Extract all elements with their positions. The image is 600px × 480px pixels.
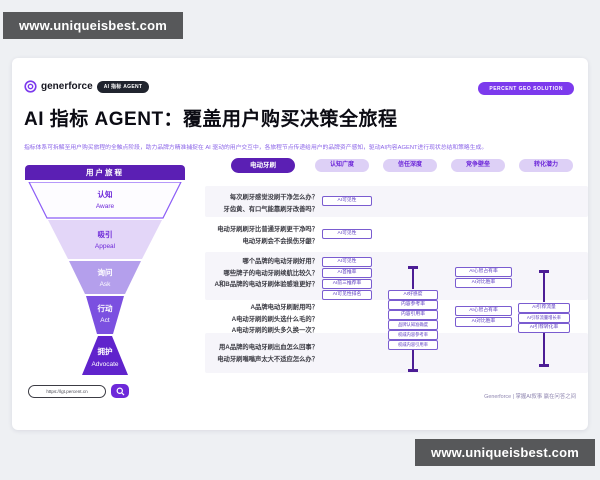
slide-footer: Generforce | 掌握AI叙事 赢在问答之间	[484, 394, 576, 400]
stage-act-cn: 行动	[97, 303, 113, 313]
dimension-pill-trust[interactable]: 信任深度	[383, 159, 437, 172]
question: 电动牙刷嗡嗡声太大不适应怎么办？	[217, 355, 318, 363]
metric-badge: AI心智占有率	[455, 306, 512, 316]
metric-badge: 内容引用率	[388, 310, 438, 320]
metric-badge: 权威内容参考率	[388, 330, 438, 340]
questions-advocate: 用A品牌的电动牙刷出血怎么回事？ 电动牙刷嗡嗡声太大不适应怎么办？	[205, 342, 323, 365]
metric-badge: AI可见性排名	[322, 290, 372, 300]
question: 电动牙刷刷牙比普通牙刷更干净吗？	[217, 226, 318, 233]
metric-badge: AI引荐转化率	[518, 323, 570, 333]
stage-appeal-en: Appeal	[95, 243, 116, 250]
questions-act: A品牌电动牙刷耐用吗？ A电动牙刷的刷头选什么毛的？ A电动牙刷的刷头多久换一次…	[205, 302, 323, 337]
metric-badge: AI可见性	[322, 196, 372, 206]
metrics-matrix: 电动牙刷 认知广度 信任深度 竞争壁垒 转化潜力 每次刷牙感觉没刷干净怎么办？ …	[205, 158, 588, 390]
question: A和B品牌的电动牙刷体验感谁更好？	[214, 281, 318, 288]
question: A电动牙刷的刷头选什么毛的？	[231, 315, 318, 323]
question: 哪些牌子的电动牙刷续航比较久？	[223, 269, 318, 277]
funnel-stage-advocate: 拥护 Advocate	[82, 336, 128, 375]
funnel-stage-ask: 询问 Ask	[69, 261, 141, 294]
solution-badge: PERCENT GEO SOLUTION	[478, 82, 574, 95]
row-stripe	[205, 333, 588, 373]
funnel-header: 用户旅程	[25, 165, 185, 180]
metric-badge: AI对比胜率	[455, 317, 512, 327]
search-icon	[116, 387, 124, 395]
connector-cap	[408, 266, 418, 269]
metric-badge: AI引荐流量	[518, 303, 570, 313]
connector-cap	[539, 270, 549, 273]
metric-badge: AI心智占有率	[455, 267, 512, 277]
connector-line	[412, 268, 414, 289]
stage-aware-en: Aware	[96, 203, 115, 210]
question: 用A品牌的电动牙刷出血怎么回事？	[218, 344, 318, 351]
metric-badge: AI好感度	[388, 290, 438, 300]
stage-advocate-cn: 拥护	[98, 346, 113, 356]
stage-ask-en: Ask	[100, 281, 112, 288]
connector-cap	[408, 369, 418, 372]
metric-badge: 内容参考率	[388, 300, 438, 310]
generforce-logo-icon	[24, 80, 37, 93]
metric-badge: 权威内容引用率	[388, 340, 438, 350]
question: 哪个品牌的电动牙刷好用？	[242, 258, 318, 265]
metric-badge: AI前三推荐率	[322, 279, 372, 289]
url-input[interactable]: https://lgt.percent.cn	[28, 385, 106, 398]
page-title: AI 指标 AGENT：覆盖用户购买决策全旅程	[24, 109, 398, 130]
dimension-pill-awareness[interactable]: 认知广度	[315, 159, 369, 172]
metric-badge: AI对比胜率	[455, 278, 512, 288]
metric-badge: AI首推率	[322, 268, 372, 278]
question: A品牌电动牙刷耐用吗？	[250, 304, 318, 311]
funnel-stage-appeal: 吸引 Appeal	[48, 220, 162, 259]
page-subtitle: 指标体系可拆解至用户购买旅程的全触点阶段，助力品牌方精准捕捉在 AI 驱动的用户…	[24, 145, 488, 151]
question: 每次刷牙感觉没刷干净怎么办？	[229, 194, 318, 201]
question: 牙齿黄、有口气能靠刷牙改善吗？	[223, 205, 318, 213]
metric-badge: AI引荐流量增长率	[518, 313, 570, 323]
metric-badge: AI可见性	[322, 257, 372, 267]
dimension-pill-conversion[interactable]: 转化潜力	[519, 159, 573, 172]
connector-line	[543, 333, 545, 364]
dimension-pill-competition[interactable]: 竞争壁垒	[451, 159, 505, 172]
question: 电动牙刷会不会损伤牙龈？	[242, 237, 318, 245]
questions-appeal: 电动牙刷刷牙比普通牙刷更干净吗？ 电动牙刷会不会损伤牙龈？	[205, 224, 323, 247]
user-journey-funnel: 认知 Aware 吸引 Appeal 询问 Ask 行动 Act 拥护	[28, 182, 182, 375]
stage-appeal-cn: 吸引	[98, 229, 113, 239]
stage-act-en: Act	[100, 317, 110, 324]
questions-aware: 每次刷牙感觉没刷干净怎么办？ 牙齿黄、有口气能靠刷牙改善吗？	[205, 192, 323, 215]
questions-ask: 哪个品牌的电动牙刷好用？ 哪些牌子的电动牙刷续航比较久？ A和B品牌的电动牙刷体…	[205, 256, 323, 291]
presentation-slide: generforce AI 指标 AGENT PERCENT GEO SOLUT…	[12, 58, 588, 430]
stage-ask-cn: 询问	[98, 267, 113, 277]
row-stripe	[205, 186, 588, 217]
metric-badge: AI可见性	[322, 229, 372, 239]
stage-aware-cn: 认知	[98, 189, 113, 199]
watermark-top-left: www.uniqueisbest.com	[3, 12, 183, 39]
brand-logo: generforce AI 指标 AGENT	[24, 80, 150, 93]
logo-text: generforce	[41, 81, 93, 92]
metric-badge: 品牌认知准确度	[388, 320, 438, 330]
stage-advocate-en: Advocate	[91, 361, 118, 368]
category-pill-toothbrush[interactable]: 电动牙刷	[231, 158, 295, 173]
question: A电动牙刷的刷头多久换一次？	[231, 327, 318, 334]
funnel-stage-aware: 认知 Aware	[28, 182, 182, 219]
connector-cap	[539, 364, 549, 367]
logo-agent-badge: AI 指标 AGENT	[96, 80, 150, 93]
search-button[interactable]	[111, 384, 129, 398]
connector-line	[412, 350, 414, 369]
connector-line	[543, 272, 545, 302]
row-stripe	[205, 217, 588, 252]
watermark-bottom-right: www.uniqueisbest.com	[415, 439, 595, 466]
funnel-stage-act: 行动 Act	[86, 296, 124, 334]
